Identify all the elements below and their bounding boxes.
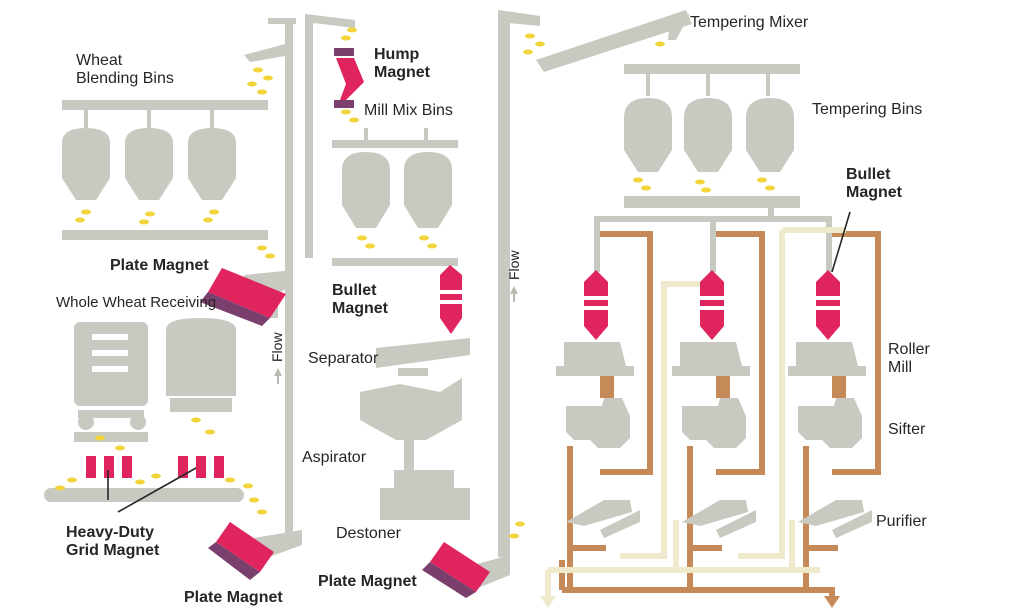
bullet-magnet-mid-label: Bullet Magnet [332,282,388,317]
grid-magnet [86,456,224,478]
roller-mill [556,342,634,398]
mill-mix-bins-label: Mill Mix Bins [364,102,453,119]
sifter [566,398,630,448]
receiving-truck [166,318,236,424]
flow-right-label: Flow [506,250,522,280]
receiving-conveyor [44,488,244,502]
wheat-blending-bin [62,110,110,200]
flow-arrow-icon [274,368,282,384]
mill-mix-bin [404,128,452,228]
roller-mill [672,342,750,398]
separator-machine [376,338,470,376]
tempering-bin [624,74,672,172]
plate-magnet-top-label: Plate Magnet [110,257,209,274]
sifter [798,398,862,448]
hump-magnet [334,48,364,108]
flow-arrow-icon [510,286,518,302]
elevator-leg-middle [305,18,313,258]
wheat-blending-bin [188,110,236,200]
purifier [566,500,640,538]
bullet-magnet-right-label: Bullet Magnet [846,166,902,201]
elevator-leg-right [498,12,510,557]
sifter [682,398,746,448]
grain-kernels [55,27,775,539]
hump-magnet-label: Hump Magnet [374,46,430,81]
bullet-magnet [700,270,724,340]
roller-mill-label: Roller Mill [888,341,930,376]
plate-magnet [422,542,490,598]
aspirator-machine [360,378,462,470]
heavy-duty-grid-magnet-label: Heavy-Duty Grid Magnet [66,524,160,559]
tempering-bin [746,74,794,172]
bullet-magnet [584,270,608,340]
tempering-mixer [536,10,692,72]
tempering-mixer-label: Tempering Mixer [690,14,809,31]
bullet-magnet [816,270,840,340]
wheat-blending-bin [125,110,173,200]
destoner-machine [380,470,470,520]
plate-magnet-bottom-mid-label: Plate Magnet [318,573,417,590]
purifier [798,500,872,538]
tempering-bin [684,74,732,172]
flow-left-label: Flow [269,332,285,362]
roller-mill [788,342,866,398]
purifier [682,500,756,538]
plate-magnet [208,522,274,580]
destoner-label: Destoner [336,525,401,542]
purifier-label: Purifier [876,513,927,530]
bullet-magnet [440,265,462,334]
tempering-bins-label: Tempering Bins [812,101,923,118]
whole-wheat-receiving-label: Whole Wheat Receiving [56,294,217,311]
sifter-label: Sifter [888,421,926,438]
plate-magnet [200,268,286,326]
aspirator-label: Aspirator [302,449,367,466]
separator-label: Separator [308,350,379,367]
mill-mix-bin [342,128,390,228]
receiving-truck [74,322,148,442]
wheat-blending-bins-label: Wheat Blending Bins [76,52,174,87]
plate-magnet-bottom-left-label: Plate Magnet [184,589,283,606]
